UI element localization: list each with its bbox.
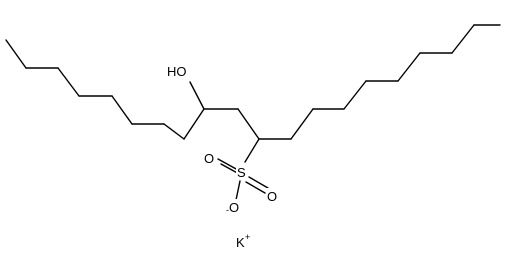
bond-s-o-bottom: [235, 180, 241, 201]
oxygen-left-label: O: [204, 151, 214, 166]
hydroxyl-label: HO: [167, 64, 187, 79]
bond-c7-c8: [163, 123, 185, 140]
oxygen-right-label: O: [267, 189, 277, 204]
oxygen-left-label-bg: [203, 150, 215, 165]
oxygen-right-label-bg: [266, 188, 278, 203]
oxygen-bottom-label: O: [229, 200, 239, 215]
bond-c3-c4: [57, 67, 80, 97]
bond-s-o-left-a: [217, 158, 239, 171]
bond-s-o-right-b: [245, 181, 266, 194]
atom-labels: HO S O O O - K +: [166, 63, 278, 250]
backbone-bridge: [203, 108, 260, 140]
bond-c18-c19: [451, 24, 475, 54]
bond-c1-c2: [5, 39, 27, 69]
oxygen-bottom-label-bg: [228, 199, 240, 214]
right-alkyl-chain: [258, 24, 501, 140]
bond-c16-c17: [397, 52, 421, 82]
sulfur-label: S: [237, 165, 246, 180]
hydroxyl-label-bg: [166, 63, 188, 79]
sulfur-label-bg: [236, 164, 247, 180]
potassium-charge: +: [245, 232, 250, 242]
bond-c10-c11: [237, 108, 260, 140]
left-alkyl-chain: [5, 39, 205, 140]
bond-s-o-right-a: [248, 176, 269, 189]
bond-c14-c15: [343, 80, 367, 110]
bond-c9-oh: [189, 81, 205, 110]
bond-c8-c9: [183, 108, 205, 140]
potassium-label: K: [236, 235, 245, 250]
bond-c11-s: [244, 138, 260, 163]
bond-c12-c13: [290, 108, 314, 140]
bond-c5-c6: [111, 95, 133, 125]
oxygen-bottom-charge: -: [226, 205, 229, 215]
